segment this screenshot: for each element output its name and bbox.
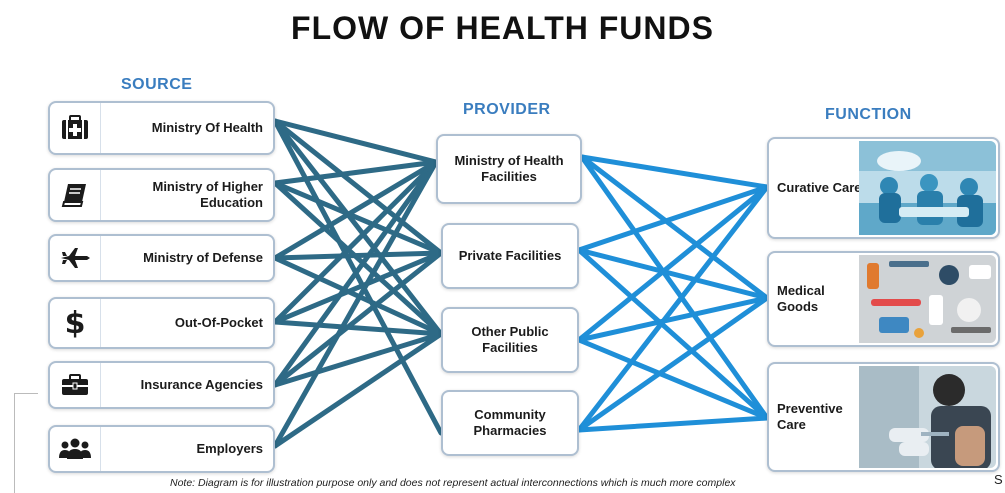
footnote: Note: Diagram is for illustration purpos… bbox=[170, 477, 736, 489]
provider-function-link bbox=[576, 337, 770, 421]
vaccination-photo bbox=[859, 366, 996, 468]
source-box-employers: Employers bbox=[48, 425, 275, 473]
provider-function-link bbox=[576, 295, 770, 343]
source-provider-link bbox=[272, 180, 444, 256]
surgery-photo bbox=[859, 141, 996, 235]
function-box-curative-care: Curative Care bbox=[767, 137, 1000, 239]
provider-function-link bbox=[576, 415, 770, 433]
dollar-icon: $ bbox=[50, 299, 101, 347]
provider-box-community-pharmacies: Community Pharmacies bbox=[441, 390, 579, 456]
provider-label: Private Facilities bbox=[458, 248, 562, 263]
source-provider-link bbox=[272, 118, 439, 165]
function-label: Preventive Care bbox=[777, 401, 843, 432]
source-provider-link bbox=[272, 159, 439, 449]
source-provider-link bbox=[272, 331, 444, 449]
source-label: Ministry of Higher Education bbox=[152, 179, 263, 210]
briefcase-icon bbox=[50, 363, 101, 407]
source-provider-link bbox=[272, 180, 444, 337]
source-provider-link bbox=[272, 159, 439, 388]
source-box-ministry-of-higher-education: Ministry of Higher Education bbox=[48, 168, 275, 222]
provider-function-link bbox=[579, 154, 770, 301]
provider-function-link bbox=[579, 154, 770, 421]
provider-function-link bbox=[579, 154, 770, 190]
function-label: Medical Goods bbox=[777, 283, 825, 314]
source-provider-link bbox=[272, 250, 444, 325]
function-header: FUNCTION bbox=[825, 106, 912, 123]
function-label: Curative Care bbox=[777, 180, 862, 195]
provider-function-link bbox=[576, 184, 770, 433]
fighter-jet-icon bbox=[50, 236, 101, 280]
source-provider-link bbox=[272, 159, 439, 186]
people-icon bbox=[50, 427, 101, 471]
source-box-out-of-pocket: $ Out-Of-Pocket bbox=[48, 297, 275, 349]
provider-function-link bbox=[576, 184, 770, 343]
provider-function-link bbox=[576, 247, 770, 301]
source-label: Ministry of Defense bbox=[143, 250, 263, 265]
book-icon bbox=[50, 170, 101, 220]
provider-function-link bbox=[576, 295, 770, 433]
source-label: Insurance Agencies bbox=[140, 377, 263, 392]
source-label: Employers bbox=[196, 441, 263, 456]
source-box-ministry-of-health: Ministry Of Health bbox=[48, 101, 275, 155]
provider-header: PROVIDER bbox=[463, 101, 551, 118]
source-provider-link bbox=[272, 250, 444, 261]
function-box-preventive-care: Preventive Care bbox=[767, 362, 1000, 472]
source-provider-link bbox=[272, 118, 444, 337]
provider-box-ministry-of-health-facilities: Ministry of Health Facilities bbox=[436, 134, 582, 204]
source-provider-link bbox=[272, 319, 444, 337]
source-label: Ministry Of Health bbox=[151, 120, 263, 135]
source-provider-link bbox=[272, 159, 439, 261]
provider-box-private-facilities: Private Facilities bbox=[441, 223, 579, 289]
source-provider-link bbox=[272, 118, 444, 256]
provider-label: Ministry of Health Facilities bbox=[454, 153, 564, 184]
partial-frame-line bbox=[14, 393, 38, 493]
provider-label: Other Public Facilities bbox=[471, 324, 549, 355]
medical-supplies-photo bbox=[859, 255, 996, 343]
page-title: FLOW OF HEALTH FUNDS bbox=[291, 10, 714, 46]
source-box-ministry-of-defense: Ministry of Defense bbox=[48, 234, 275, 282]
source-label: Out-Of-Pocket bbox=[174, 315, 263, 330]
provider-box-other-public-facilities: Other Public Facilities bbox=[441, 307, 579, 373]
source-box-insurance-agencies: Insurance Agencies bbox=[48, 361, 275, 409]
provider-label: Community Pharmacies bbox=[473, 407, 547, 438]
function-box-medical-goods: Medical Goods bbox=[767, 251, 1000, 347]
source-provider-link bbox=[272, 331, 444, 388]
source-provider-link bbox=[272, 159, 439, 325]
provider-function-link bbox=[576, 247, 770, 421]
source-header: SOURCE bbox=[121, 76, 193, 93]
source-provider-link bbox=[272, 118, 444, 436]
source-provider-link bbox=[272, 250, 444, 388]
provider-function-link bbox=[576, 184, 770, 253]
medical-kit-icon bbox=[50, 103, 101, 153]
cropped-edge-text: S bbox=[994, 472, 1003, 487]
